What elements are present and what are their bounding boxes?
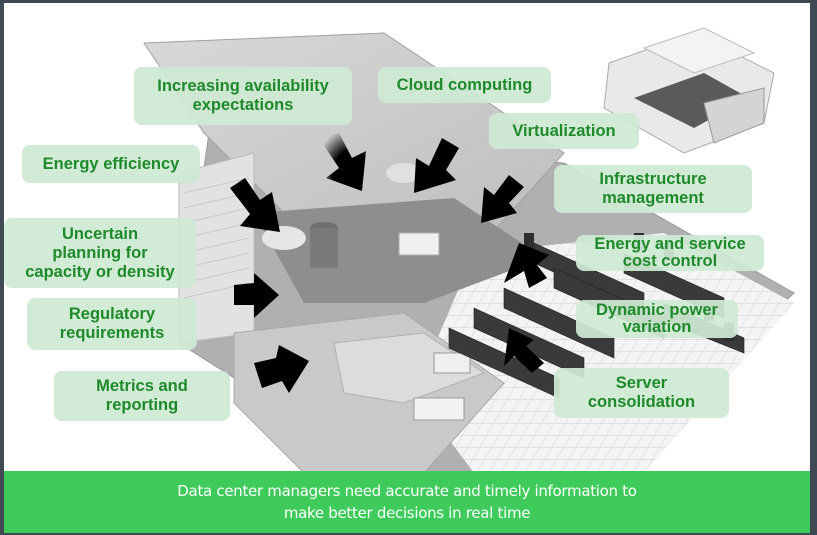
banner-line-2: make better decisions in real time: [283, 504, 531, 522]
label-cloud-computing: Cloud computing: [378, 67, 551, 103]
label-infrastructure-management: Infrastructure management: [554, 165, 752, 213]
label-dynamic-power: Dynamic power variation: [576, 300, 738, 338]
label-virtualization: Virtualization: [489, 113, 639, 149]
banner-line-1: Data center managers need accurate and t…: [177, 482, 637, 500]
label-uncertain-planning: Uncertain planning for capacity or densi…: [4, 218, 196, 288]
label-metrics-reporting: Metrics and reporting: [54, 371, 230, 421]
building-model: [603, 27, 775, 154]
summary-banner: Data center managers need accurate and t…: [4, 471, 810, 533]
label-energy-service-cost: Energy and service cost control: [576, 235, 764, 271]
arrow-regulatory-icon: [254, 345, 309, 393]
label-increasing-availability: Increasing availability expectations: [134, 67, 352, 125]
arrow-availability-icon: [319, 133, 366, 191]
arrow-dynamic-power-icon: [504, 328, 544, 373]
label-server-consolidation: Server consolidation: [554, 368, 729, 418]
label-energy-efficiency: Energy efficiency: [22, 145, 200, 183]
arrow-uncertain-planning-icon: [234, 273, 279, 318]
arrow-cloud-icon: [414, 138, 459, 193]
slide: Increasing availability expectations Clo…: [4, 3, 810, 533]
arrow-virtualization-icon: [481, 175, 524, 223]
arrow-infrastructure-icon: [504, 243, 549, 288]
label-regulatory-requirements: Regulatory requirements: [27, 298, 197, 350]
arrow-energy-efficiency-icon: [230, 178, 280, 232]
